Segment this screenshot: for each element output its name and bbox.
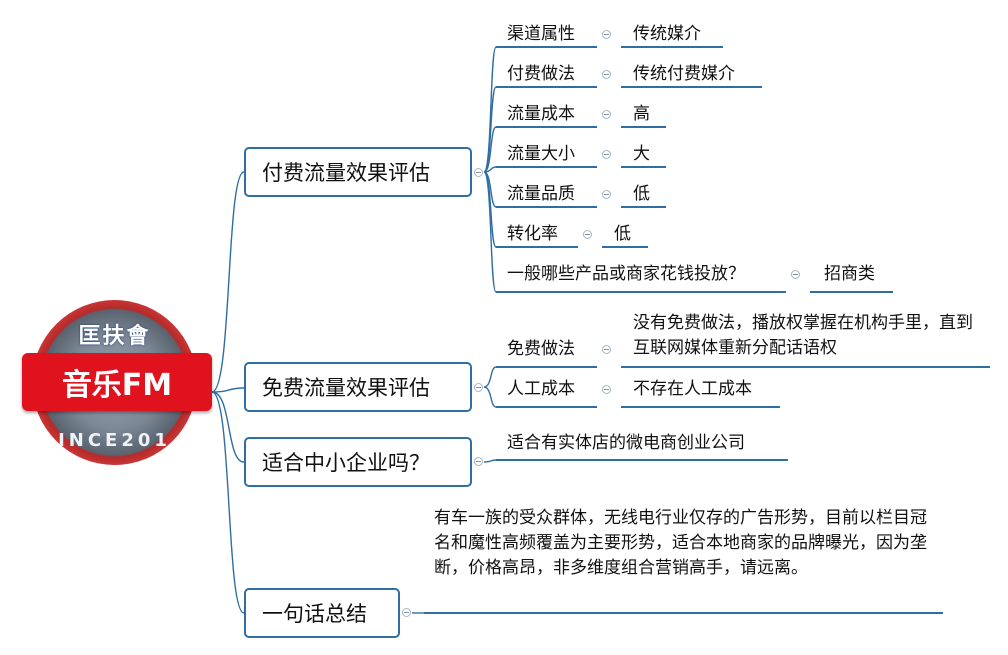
paid-key-quality[interactable]: 流量品质 bbox=[507, 184, 575, 204]
paid-value-conversion[interactable]: 低 bbox=[614, 224, 631, 244]
collapse-toggle-advertisers[interactable] bbox=[791, 270, 800, 279]
free-value-method[interactable]: 没有免费做法，播放权掌握在机构手里，直到互联网媒体重新分配话语权 bbox=[633, 313, 973, 358]
collapse-toggle-smb[interactable] bbox=[474, 457, 483, 466]
paid-value-method[interactable]: 传统付费媒介 bbox=[633, 64, 735, 84]
paid-value-volume[interactable]: 大 bbox=[633, 144, 650, 164]
branch-smb-suitability[interactable]: 适合中小企业吗？ bbox=[244, 437, 472, 487]
emblem-top-text: 匡扶會 bbox=[78, 324, 151, 349]
collapse-toggle-conversion[interactable] bbox=[583, 230, 592, 239]
paid-key-conversion[interactable]: 转化率 bbox=[507, 224, 558, 244]
paid-value-advertisers[interactable]: 招商类 bbox=[824, 264, 875, 284]
collapse-toggle-summary[interactable] bbox=[402, 608, 411, 617]
connector-paid-2 bbox=[483, 126, 497, 173]
paid-value-channel[interactable]: 传统媒介 bbox=[633, 24, 701, 44]
connector-smb-answer bbox=[483, 459, 497, 463]
paid-key-cost[interactable]: 流量成本 bbox=[507, 104, 575, 124]
paid-value-quality[interactable]: 低 bbox=[633, 184, 650, 204]
connector-free-labor bbox=[483, 386, 497, 408]
free-value-labor[interactable]: 不存在人工成本 bbox=[633, 379, 752, 399]
collapse-toggle-free-method[interactable] bbox=[602, 345, 611, 354]
connector-root-summary bbox=[211, 391, 245, 614]
collapse-toggle-channel[interactable] bbox=[602, 30, 611, 39]
paid-key-advertisers[interactable]: 一般哪些产品或商家花钱投放？ bbox=[507, 264, 745, 284]
free-key-labor[interactable]: 人工成本 bbox=[507, 379, 575, 399]
connector-root-smb bbox=[211, 391, 245, 463]
branch-paid-traffic[interactable]: 付费流量效果评估 bbox=[244, 147, 472, 197]
connector-free-method bbox=[483, 366, 497, 388]
emblem-bottom-text: INCE201 bbox=[58, 430, 171, 451]
free-key-method[interactable]: 免费做法 bbox=[507, 339, 575, 359]
connector-paid-6 bbox=[483, 171, 497, 293]
central-topic-label[interactable]: 音乐FM bbox=[22, 353, 212, 411]
branch-free-traffic[interactable]: 免费流量效果评估 bbox=[244, 362, 472, 412]
paid-key-method[interactable]: 付费做法 bbox=[507, 64, 575, 84]
branch-summary[interactable]: 一句话总结 bbox=[244, 588, 400, 638]
collapse-toggle-cost[interactable] bbox=[602, 110, 611, 119]
collapse-toggle-quality[interactable] bbox=[602, 190, 611, 199]
smb-answer[interactable]: 适合有实体店的微电商创业公司 bbox=[507, 433, 745, 453]
paid-value-cost[interactable]: 高 bbox=[633, 104, 650, 124]
paid-key-volume[interactable]: 流量大小 bbox=[507, 144, 575, 164]
connector-root-free bbox=[211, 387, 245, 393]
collapse-toggle-labor[interactable] bbox=[602, 385, 611, 394]
collapse-toggle-volume[interactable] bbox=[602, 150, 611, 159]
summary-text[interactable]: 有车一族的受众群体，无线电行业仅存的广告形势，目前以栏目冠名和魔性高频覆盖为主要… bbox=[434, 508, 927, 578]
central-topic[interactable]: 匡扶會 INCE201 音乐FM bbox=[22, 300, 212, 465]
collapse-toggle-free-traffic[interactable] bbox=[474, 383, 483, 392]
paid-key-channel[interactable]: 渠道属性 bbox=[507, 24, 575, 44]
connector-root-paid bbox=[211, 171, 245, 393]
collapse-toggle-method[interactable] bbox=[602, 70, 611, 79]
collapse-toggle-paid-traffic[interactable] bbox=[474, 168, 483, 177]
